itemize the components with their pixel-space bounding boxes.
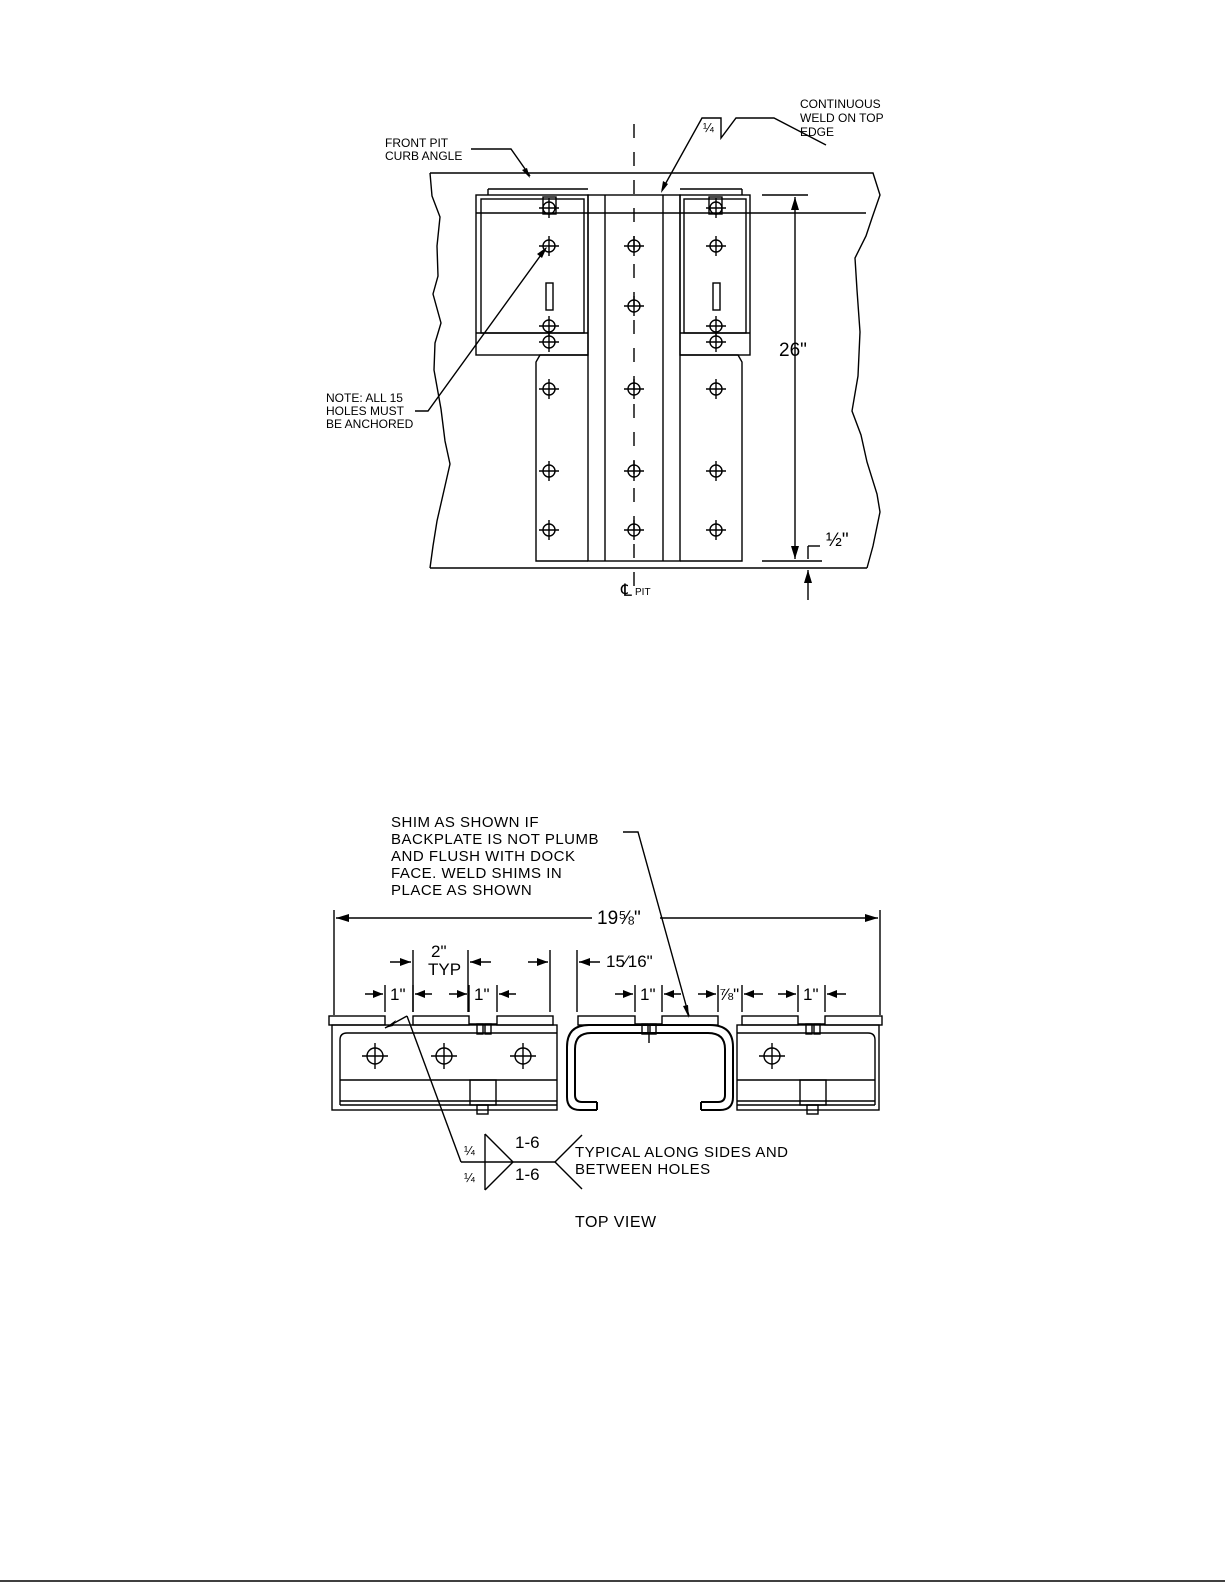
weld-note-line-2: WELD ON TOP [800, 111, 884, 125]
pit-outline [430, 173, 880, 568]
weld-note-line-1: CONTINUOUS [800, 97, 881, 111]
holes-note-line-1: NOTE: ALL 15 [326, 391, 403, 405]
weld-size-bottom: ¼ [464, 1170, 475, 1185]
holes-note-line-2: HOLES MUST [326, 404, 405, 418]
spacing-dimension-typ: TYP [428, 960, 461, 979]
front-curb-angle-label: FRONT PIT CURB ANGLE [385, 136, 462, 163]
top-view-title: TOP VIEW [575, 1214, 657, 1231]
centerline-label: PIT [635, 587, 651, 598]
anchor-hole [539, 461, 559, 481]
anchor-hole [624, 461, 644, 481]
anchor-hole [431, 1043, 457, 1069]
holes-note-line-3: BE ANCHORED [326, 417, 414, 431]
spacing-dimensions: 2" TYP 15⁄16" 1" 1" [365, 942, 846, 1012]
anchor-hole [624, 236, 644, 256]
anchor-hole [706, 379, 726, 399]
weld-note-line-1: TYPICAL ALONG SIDES AND [575, 1144, 789, 1161]
anchor-hole [624, 520, 644, 540]
left-channel-block [332, 1025, 557, 1114]
shim-note-line-3: AND FLUSH WITH DOCK [391, 848, 576, 865]
anchor-hole [624, 379, 644, 399]
one-inch-dimension-2: 1" [474, 985, 490, 1004]
one-inch-dimension-3: 1" [640, 985, 656, 1004]
anchor-hole [362, 1043, 388, 1069]
weld-note-line-2: BETWEEN HOLES [575, 1161, 711, 1178]
front-weld-note: CONTINUOUS WELD ON TOP EDGE ¼ [703, 97, 884, 139]
shim-note-line-2: BACKPLATE IS NOT PLUMB [391, 831, 599, 848]
height-dimension: 26" [779, 340, 807, 361]
weld-size-top: ¼ [464, 1143, 475, 1158]
gap-dimension-label: 15⁄16" [606, 952, 653, 971]
overall-dimension-label: 19⅝" [597, 908, 641, 929]
anchor-holes [539, 198, 726, 540]
weld-size-label: ¼ [703, 120, 714, 135]
anchor-hole [706, 332, 726, 352]
one-inch-dimension-1: 1" [390, 985, 406, 1004]
centerline-symbol: ℄ [620, 581, 632, 600]
anchor-hole [706, 236, 726, 256]
anchor-hole [624, 296, 644, 316]
weld-spec-bottom: 1-6 [515, 1165, 540, 1184]
shim-note-line-5: PLACE AS SHOWN [391, 882, 532, 899]
anchor-hole [510, 1043, 536, 1069]
seven-eighth-dimension: ⅞" [719, 985, 739, 1004]
anchor-hole [539, 520, 559, 540]
anchor-hole [706, 520, 726, 540]
front-view: FRONT PIT CURB ANGLE CONTINUOUS WELD ON … [326, 97, 884, 600]
center-c-channel [567, 1025, 733, 1110]
anchor-hole [539, 332, 559, 352]
anchor-hole [539, 379, 559, 399]
weld-note-line-3: EDGE [800, 125, 834, 139]
top-view: SHIM AS SHOWN IF BACKPLATE IS NOT PLUMB … [329, 814, 882, 1231]
curb-angle-line-1: FRONT PIT [385, 136, 449, 150]
anchor-hole [706, 461, 726, 481]
left-mount-bracket [476, 189, 588, 561]
curb-angle-line-2: CURB ANGLE [385, 149, 462, 163]
offset-dimension: ½" [826, 530, 849, 551]
spacing-dimension-value: 2" [431, 942, 447, 961]
shim-note-line-1: SHIM AS SHOWN IF [391, 814, 539, 831]
right-channel-block [737, 1025, 879, 1114]
shim-note-line-4: FACE. WELD SHIMS IN [391, 865, 562, 882]
right-mount-bracket [680, 189, 750, 561]
front-holes-note: NOTE: ALL 15 HOLES MUST BE ANCHORED [326, 391, 414, 431]
anchor-hole [759, 1043, 785, 1069]
one-inch-dimension-4: 1" [803, 985, 819, 1004]
front-dimensions [762, 195, 822, 600]
weld-spec-top: 1-6 [515, 1133, 540, 1152]
